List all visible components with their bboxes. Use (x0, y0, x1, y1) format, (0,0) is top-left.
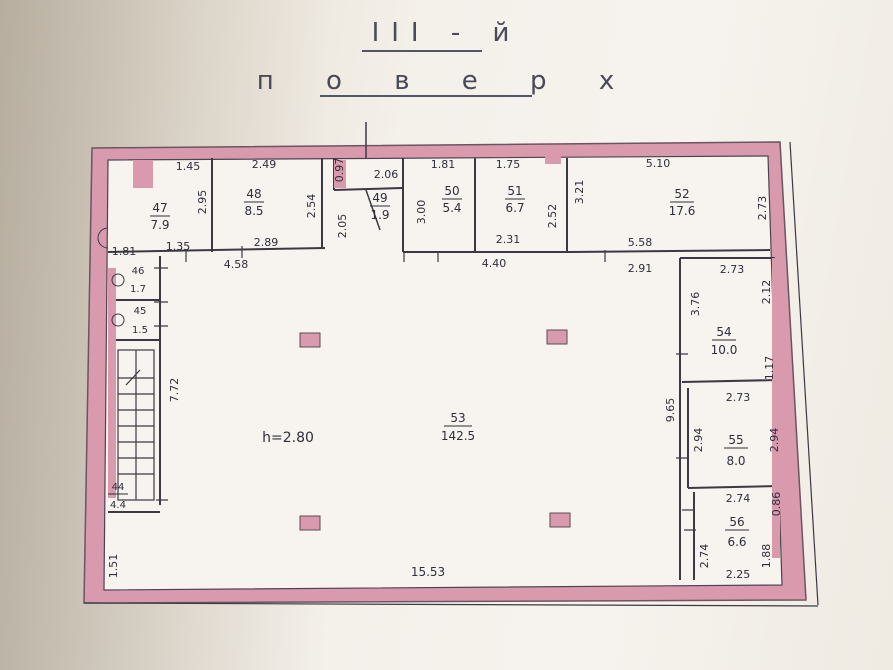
dim-2-54: 2.54 (305, 194, 318, 219)
dim-2-52: 2.52 (546, 204, 559, 229)
dimension-labels: 1.45 2.49 0.97 2.06 1.81 1.75 5.10 2.95 … (107, 157, 783, 581)
room-44-area: 4.4 (110, 500, 126, 511)
dim-2-06: 2.06 (374, 168, 399, 181)
column-2 (546, 329, 568, 345)
room-47-number: 47 (152, 201, 167, 215)
room-50-area: 5.4 (442, 201, 461, 215)
dimension-ticks (154, 246, 696, 531)
dim-2-91: 2.91 (628, 262, 653, 275)
floor-title-number: ІІІ - й (371, 18, 522, 48)
outer-walls (83, 141, 807, 604)
dim-15-53: 15.53 (411, 565, 445, 579)
dim-4-58: 4.58 (224, 258, 249, 271)
dim-1-51: 1.51 (107, 554, 120, 579)
ceiling-height: h=2.80 (262, 430, 314, 446)
room-49-number: 49 (372, 191, 387, 205)
dim-5-58: 5.58 (628, 236, 653, 249)
room-52-area: 17.6 (669, 204, 696, 218)
fixture-toilet-2 (111, 313, 125, 327)
room-46-area: 1.7 (130, 284, 146, 295)
column-1 (299, 332, 321, 348)
room-47-area: 7.9 (150, 218, 169, 232)
room-52-number: 52 (674, 187, 689, 201)
title-underline-1 (362, 50, 482, 52)
room-49-area: 1.9 (370, 208, 389, 222)
fixture-sink (97, 227, 109, 249)
entry-marker (365, 122, 381, 231)
dim-2-74-left: 2.74 (698, 544, 711, 569)
sanitary-fixtures (97, 227, 125, 327)
dim-0-97: 0.97 (333, 158, 346, 183)
dim-2-94-right: 2.94 (768, 428, 781, 453)
title-underline-2 (320, 95, 532, 97)
dim-7-72: 7.72 (168, 378, 181, 403)
room-48-number: 48 (246, 187, 261, 201)
dim-5-10: 5.10 (646, 157, 671, 170)
dim-2-31: 2.31 (496, 233, 521, 246)
dim-2-73-r54: 2.73 (720, 263, 745, 276)
dim-2-74-top: 2.74 (726, 492, 751, 505)
column-4 (549, 512, 571, 528)
dim-2-95: 2.95 (196, 190, 209, 215)
room-51-number: 51 (507, 184, 522, 198)
dim-2-12: 2.12 (760, 280, 773, 305)
room-54-area: 10.0 (711, 343, 738, 357)
room-55-area: 8.0 (726, 454, 745, 468)
dim-2-05: 2.05 (336, 214, 349, 239)
fixture-toilet-1 (111, 273, 125, 287)
dim-2-49: 2.49 (252, 158, 277, 171)
structural-columns (299, 329, 571, 531)
dim-9-65: 9.65 (664, 398, 677, 423)
dim-2-73-right: 2.73 (756, 196, 769, 221)
dim-2-73-r55: 2.73 (726, 391, 751, 404)
dim-3-21: 3.21 (573, 180, 586, 205)
room-51-area: 6.7 (505, 201, 524, 215)
dim-1-45: 1.45 (176, 160, 201, 173)
room-56-number: 56 (729, 515, 744, 529)
room-48-area: 8.5 (244, 204, 263, 218)
dim-3-00: 3.00 (415, 200, 428, 225)
dim-1-81-left: 1.81 (112, 245, 137, 258)
dim-1-75: 1.75 (496, 158, 521, 171)
room-55-number: 55 (728, 433, 743, 447)
room-labels: 47 7.9 48 8.5 49 1.9 50 5.4 51 6.7 52 17… (108, 184, 749, 549)
dim-1-35: 1.35 (166, 240, 191, 253)
dim-3-76: 3.76 (689, 292, 702, 317)
room-56-area: 6.6 (727, 535, 746, 549)
staircase (117, 349, 155, 501)
dim-1-88: 1.88 (760, 544, 773, 569)
dim-2-94-left: 2.94 (692, 428, 705, 453)
wall-fills (108, 156, 789, 558)
dim-1-17: 1.17 (763, 356, 776, 381)
dim-1-81-top: 1.81 (431, 158, 456, 171)
room-54-number: 54 (716, 325, 731, 339)
room-45-area: 1.5 (132, 325, 148, 336)
room-46-number: 46 (132, 266, 145, 277)
room-50-number: 50 (444, 184, 459, 198)
room-53-area: 142.5 (441, 429, 475, 443)
room-53-number: 53 (450, 411, 465, 425)
dim-2-25: 2.25 (726, 568, 751, 581)
frame-lines (83, 141, 819, 607)
room-44-number: 44 (112, 482, 125, 493)
dim-0-86: 0.86 (770, 492, 783, 517)
floor-title-word: п о в е р х (256, 66, 637, 96)
interior-walls (107, 158, 781, 580)
column-3 (299, 515, 321, 531)
dim-2-89: 2.89 (254, 236, 279, 249)
room-45-number: 45 (134, 306, 147, 317)
dim-4-40: 4.40 (482, 257, 507, 270)
